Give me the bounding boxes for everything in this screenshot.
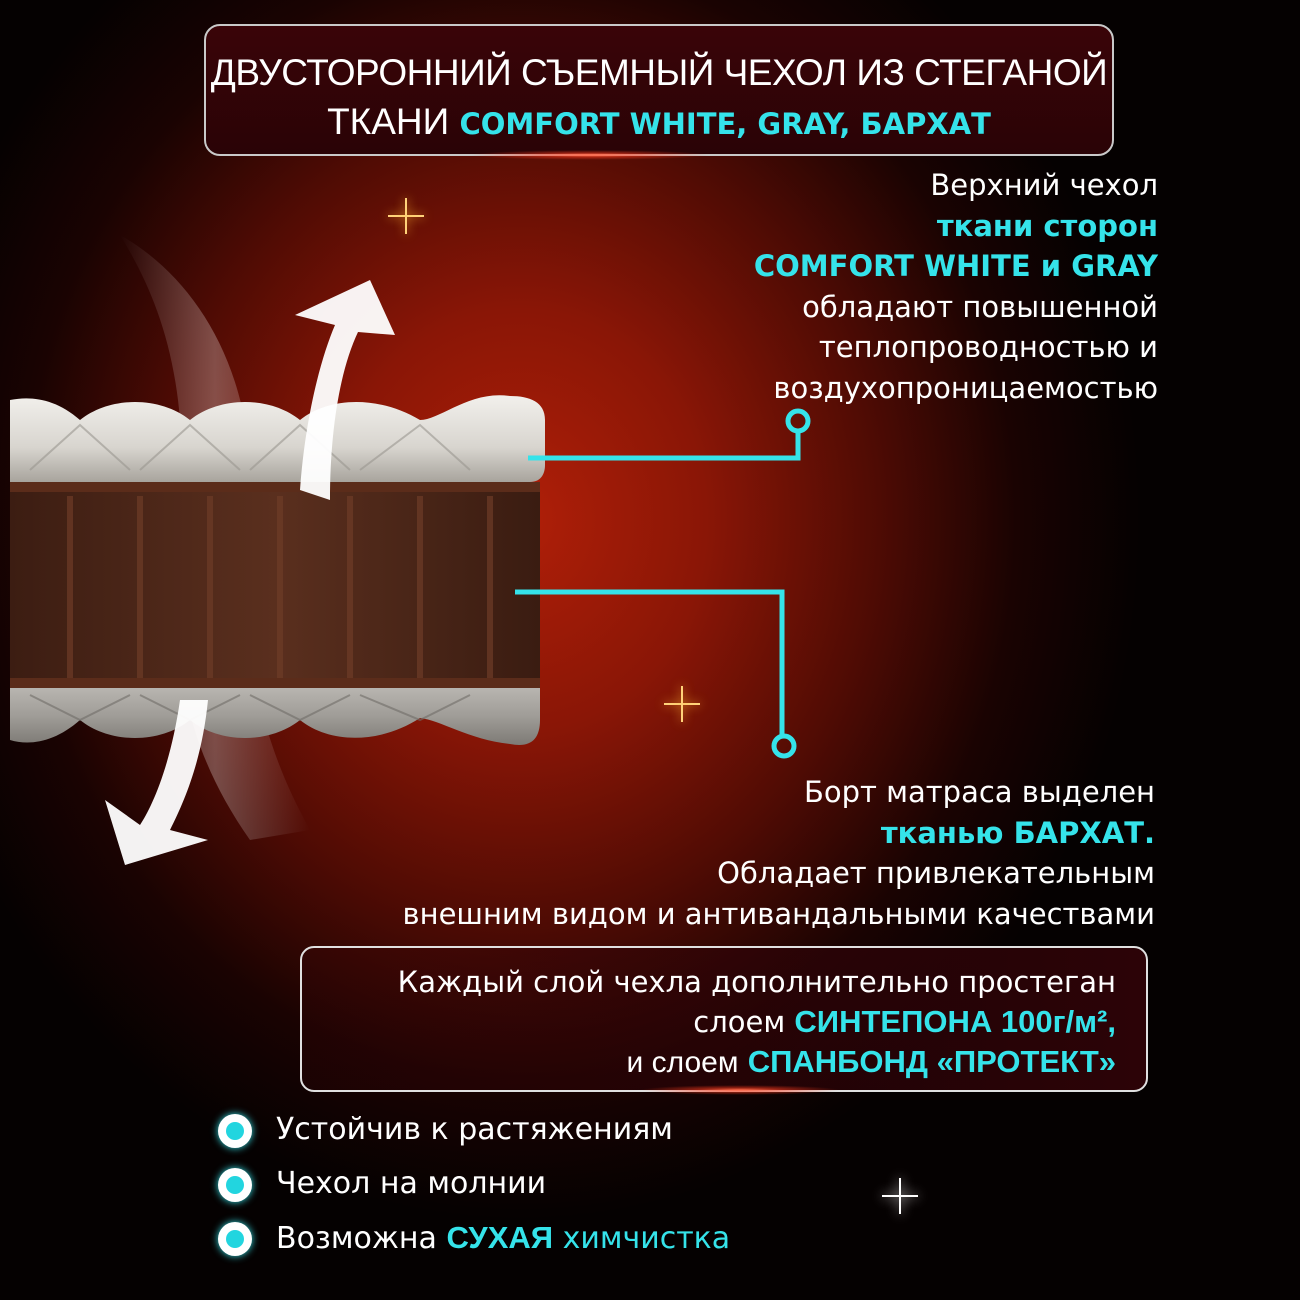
mid-text-line-2: тканью БАРХАТ.: [880, 815, 1155, 850]
mid-text-line-3: Обладает привлекательным: [717, 856, 1155, 890]
top-text-line-6: воздухопроницаемостью: [773, 370, 1158, 405]
quilting-note-box: Каждый слой чехла дополнительно простега…: [300, 946, 1148, 1092]
feature-label-highlight: СУХАЯ: [446, 1220, 554, 1255]
top-text-line-5: теплопроводностью и: [818, 330, 1158, 364]
feature-label: Устойчив к растяжениям: [276, 1112, 673, 1147]
note-line-3-highlight: СПАНБОНД «ПРОТЕКТ»: [747, 1044, 1116, 1079]
note-line-2-prefix: слоем: [693, 1005, 786, 1039]
bullet-dot-icon: [218, 1114, 252, 1148]
top-text-line-2: ткани сторон: [936, 208, 1158, 243]
top-cover-description: Верхний чехол ткани сторон COMFORT WHITE…: [598, 165, 1158, 408]
feature-label-suffix: химчистка: [562, 1221, 731, 1256]
mid-text-line-4: внешним видом и антивандальными качества…: [402, 896, 1155, 931]
feature-label: Чехол на молнии: [276, 1166, 547, 1201]
note-line-2-highlight: СИНТЕПОНА 100г/м²,: [794, 1004, 1116, 1039]
header-glow: [470, 150, 710, 160]
note-glow: [640, 1085, 840, 1095]
top-text-line-3: COMFORT WHITE и GRAY: [753, 249, 1158, 283]
mattress-cross-section: [10, 235, 545, 840]
note-line-2: слоем СИНТЕПОНА 100г/м²,: [302, 1002, 1116, 1042]
header-fabric-names: COMFORT WHITE, GRAY, БАРХАТ: [459, 107, 991, 141]
bullet-dot-icon: [218, 1222, 252, 1256]
side-velvet-description: Борт матраса выделен тканью БАРХАТ. Обла…: [255, 772, 1155, 934]
note-line-3: и слоем СПАНБОНД «ПРОТЕКТ»: [302, 1042, 1116, 1083]
top-text-line-1: Верхний чехол: [930, 168, 1158, 202]
header-box: ДВУСТОРОННИЙ СЪЕМНЫЙ ЧЕХОЛ ИЗ СТЕГАНОЙ Т…: [204, 24, 1114, 156]
header-line-2-prefix: ТКАНИ: [327, 101, 450, 142]
mid-text-line-1: Борт матраса выделен: [803, 775, 1155, 809]
header-line-2: ТКАНИ COMFORT WHITE, GRAY, БАРХАТ: [206, 98, 1112, 148]
note-line-1: Каждый слой чехла дополнительно простега…: [397, 965, 1116, 999]
double-arrow-icon: [105, 280, 395, 865]
bullet-dot-icon: [218, 1168, 252, 1202]
header-line-1: ДВУСТОРОННИЙ СЪЕМНЫЙ ЧЕХОЛ ИЗ СТЕГАНОЙ: [210, 52, 1108, 93]
feature-label: Возможна СУХАЯ химчистка: [276, 1216, 730, 1261]
feature-label-prefix: Возможна: [276, 1221, 437, 1256]
note-line-3-prefix: и слоем: [626, 1046, 739, 1079]
top-text-line-4: обладают повышенной: [802, 289, 1158, 324]
